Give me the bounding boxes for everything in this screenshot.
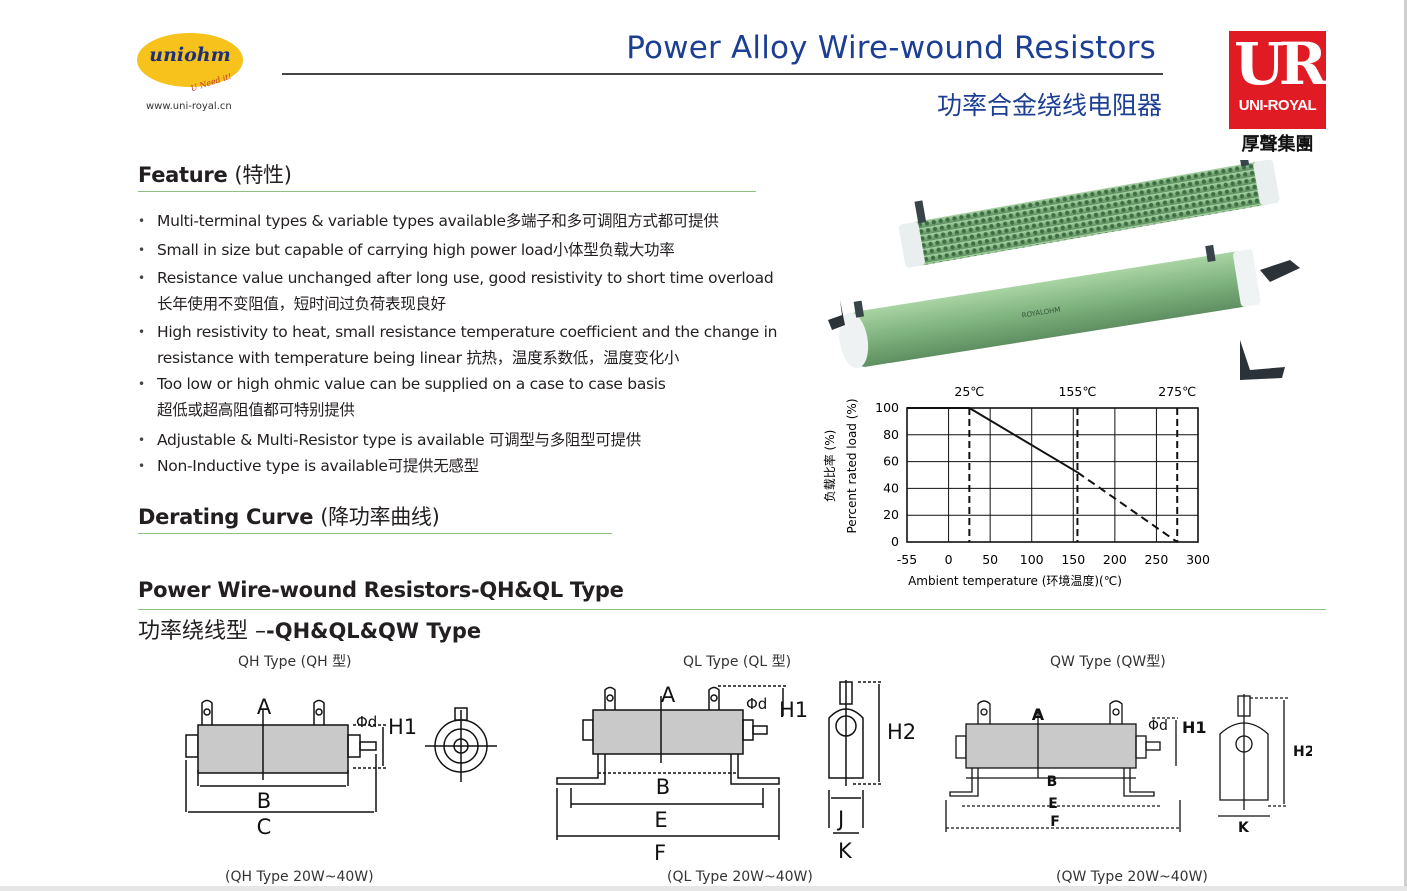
ur-mark: UR <box>1234 30 1327 98</box>
qh-type-caption: (QH Type 20W~40W) <box>225 869 374 885</box>
page-title-cn: 功率合金绕线电阻器 <box>936 91 1162 120</box>
svg-text:H1: H1 <box>1182 718 1207 737</box>
feature-item: Small in size but capable of carrying hi… <box>138 237 778 263</box>
temperature-marker-label: 25℃ <box>954 384 984 399</box>
y-tick-label: 40 <box>883 480 899 495</box>
svg-text:Φd: Φd <box>746 695 767 713</box>
feature-item: Adjustable & Multi-Resistor type is avai… <box>138 427 778 453</box>
resistor-product-image: ROYALOHM <box>828 160 1300 380</box>
ql-type-diagram: A B E F Φd H1 H2 J K <box>556 680 916 865</box>
feature-item: High resistivity to heat, small resistan… <box>138 319 778 371</box>
qw-type-diagram: A B E F Φd H1 H2 K <box>945 694 1312 836</box>
page-title: Power Alloy Wire-wound Resistors <box>626 30 1156 66</box>
svg-text:J: J <box>836 807 844 831</box>
ql-type-caption: (QL Type 20W~40W) <box>667 869 813 885</box>
qw-type-title: QW Type (QW型) <box>1050 654 1166 670</box>
brand-name: UNI-ROYAL <box>1238 97 1317 114</box>
svg-text:F: F <box>654 841 666 865</box>
svg-text:E: E <box>654 808 667 832</box>
svg-text:H1: H1 <box>388 715 417 739</box>
svg-text:A: A <box>257 695 272 719</box>
types-heading-cn: 功率绕线型 –-QH&QL&QW Type <box>138 619 482 644</box>
page-right-border <box>1404 0 1407 891</box>
svg-text:C: C <box>257 815 272 839</box>
derating-chart: -55 0 50 100 150 200 250 300 0 20 40 60 80 100 25℃ 15… <box>822 384 1210 588</box>
logo-text: uniohm <box>149 44 231 66</box>
temperature-marker-label: 155℃ <box>1058 384 1096 399</box>
qh-type-diagram: A B C Φd H1 <box>185 695 497 839</box>
qw-type-caption: (QW Type 20W~40W) <box>1056 869 1208 885</box>
types-divider <box>138 609 1326 610</box>
svg-text:B: B <box>1047 774 1058 790</box>
brand-name-cn: 厚聲集團 <box>1241 134 1314 155</box>
svg-text:H2: H2 <box>887 720 916 744</box>
svg-text:A: A <box>1032 705 1045 724</box>
feature-heading: Feature (特性) <box>138 163 292 187</box>
derating-curve-segment <box>968 407 1078 474</box>
svg-text:Φd: Φd <box>1148 718 1168 734</box>
y-axis-label-en: Percent rated load (%) <box>845 399 859 534</box>
svg-text:H1: H1 <box>779 698 808 722</box>
uni-royal-logo <box>1229 31 1326 129</box>
y-axis-label-cn: 负载比率 (%) <box>822 430 837 503</box>
y-tick-label: 80 <box>883 427 899 442</box>
qh-type-title: QH Type (QH 型) <box>238 654 352 670</box>
x-tick-label: -55 <box>897 552 917 567</box>
x-tick-label: 50 <box>982 552 998 567</box>
x-axis-label: Ambient temperature (环境温度)(℃) <box>908 573 1122 588</box>
feature-item: Non-Inductive type is available可提供无感型 <box>138 453 778 479</box>
x-tick-label: 0 <box>945 552 953 567</box>
derating-curve-segment <box>1076 471 1178 543</box>
svg-text:B: B <box>656 775 670 799</box>
feature-list: Multi-terminal types & variable types av… <box>138 208 778 479</box>
chart-series <box>907 407 1178 543</box>
y-axis-ticks: 0 20 40 60 80 100 <box>875 400 899 549</box>
x-axis-ticks: -55 0 50 100 150 200 250 300 <box>897 552 1210 567</box>
x-tick-label: 150 <box>1061 552 1085 567</box>
y-tick-label: 20 <box>883 507 899 522</box>
svg-text:K: K <box>1238 820 1250 836</box>
y-tick-label: 100 <box>875 400 899 415</box>
ql-type-title: QL Type (QL 型) <box>683 654 792 670</box>
svg-text:K: K <box>838 839 853 863</box>
y-tick-label: 0 <box>891 534 899 549</box>
x-tick-label: 100 <box>1020 552 1044 567</box>
chart-frame <box>906 407 1199 543</box>
types-heading: Power Wire-wound Resistors-QH&QL Type <box>138 578 624 602</box>
uniohm-logo <box>137 33 243 87</box>
feature-item: Multi-terminal types & variable types av… <box>138 208 778 234</box>
svg-text:E: E <box>1048 796 1058 812</box>
temperature-marker-label: 275℃ <box>1158 384 1196 399</box>
x-tick-label: 300 <box>1186 552 1210 567</box>
svg-text:B: B <box>257 789 271 813</box>
feature-item: Resistance value unchanged after long us… <box>138 265 778 317</box>
derating-heading: Derating Curve (降功率曲线) <box>138 505 440 529</box>
x-tick-label: 200 <box>1103 552 1127 567</box>
svg-text:H2: H2 <box>1293 744 1312 760</box>
derating-divider <box>138 533 612 534</box>
title-divider <box>282 73 1163 75</box>
website-link[interactable]: www.uni-royal.cn <box>146 101 232 112</box>
top-markers: 25℃ 155℃ 275℃ <box>954 384 1196 542</box>
svg-text:Φd: Φd <box>356 713 377 731</box>
feature-item: Too low or high ohmic value can be suppl… <box>138 371 778 423</box>
y-tick-label: 60 <box>883 454 899 469</box>
x-tick-label: 250 <box>1144 552 1168 567</box>
page-bottom-border <box>0 886 1407 891</box>
svg-text:F: F <box>1050 814 1060 830</box>
svg-text:A: A <box>661 683 676 707</box>
feature-divider <box>138 191 756 192</box>
chart-grid <box>906 407 1199 543</box>
